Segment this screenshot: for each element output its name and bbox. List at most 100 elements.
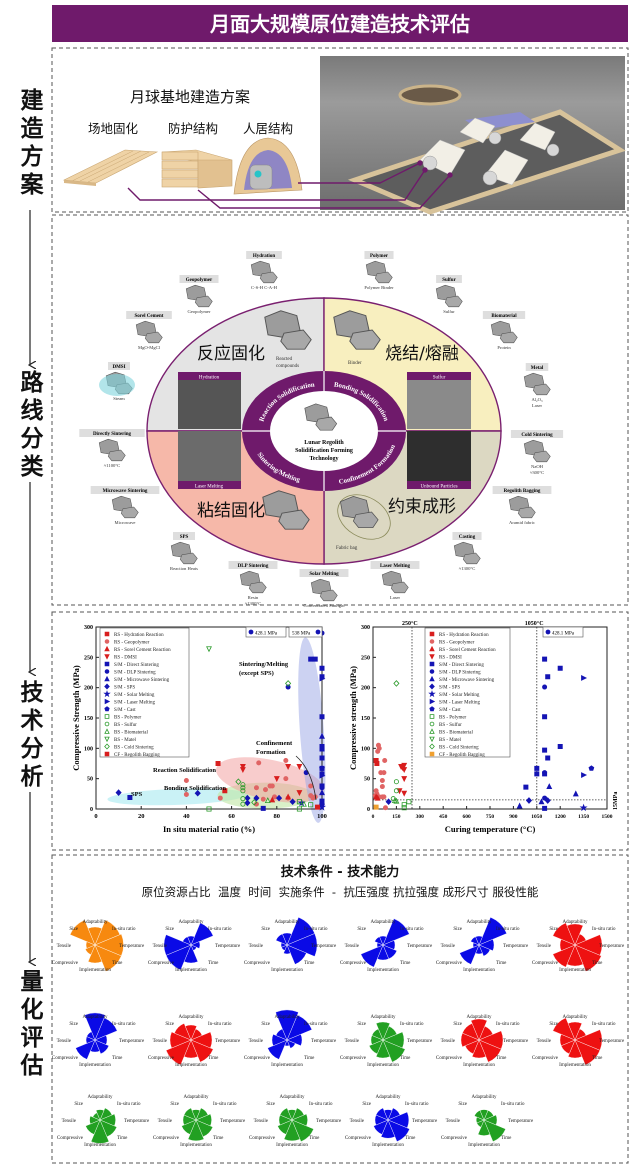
rock-shape [280, 329, 312, 350]
radar-sector [190, 941, 201, 949]
x-tick-label: 0 [372, 814, 375, 820]
radar-axis-label: Temperature [503, 1039, 529, 1044]
data-point [264, 797, 271, 804]
method-note: C-S-H C-A-H [251, 285, 278, 290]
data-point [319, 675, 326, 682]
radar-sector [286, 944, 307, 965]
regolith-particle-icon [264, 310, 312, 350]
radar-axis-label: Time [309, 1136, 320, 1141]
radar-axis-label: Compressive [532, 961, 559, 966]
data-point [581, 772, 588, 778]
radar-sector [387, 1119, 410, 1142]
radar-axis-label: Tensile [153, 944, 168, 949]
legend-entry: RS - DMSI [114, 656, 137, 661]
radar-axis-label: Temperature [119, 1039, 145, 1044]
radar-sector [283, 944, 291, 955]
x-tick-label: 900 [509, 814, 518, 820]
rock-shape [144, 331, 163, 344]
legend-marker [104, 683, 110, 690]
regolith-particle-icon [98, 438, 126, 462]
legend-box [99, 627, 190, 758]
radar-axis-label: Tensile [446, 1119, 461, 1124]
rock-shape [453, 541, 475, 558]
radar-axis-label: Adaptability [371, 1015, 396, 1020]
radar-axis-label: Compressive [345, 1136, 372, 1141]
radar-axis-label: Adaptability [88, 1095, 113, 1100]
x-tick-label: 1050 [531, 814, 542, 820]
data-point [240, 796, 246, 802]
data-point [374, 794, 381, 801]
radar-axis-label: Time [592, 961, 603, 966]
radar-sector [382, 1039, 406, 1063]
method-name: DMSI [112, 365, 125, 370]
radar-sector [85, 1119, 101, 1135]
legend-marker [104, 669, 110, 674]
regolith-particle-icon [381, 570, 409, 594]
data-point [127, 794, 133, 800]
data-point [296, 799, 302, 805]
data-point [253, 785, 259, 791]
legend-marker [104, 675, 110, 682]
radar-sector [94, 1039, 110, 1055]
radar-sector [90, 1119, 110, 1144]
data-point [542, 805, 548, 811]
rock-shape [523, 372, 545, 389]
method-note: ≈1100°C [104, 463, 120, 468]
method-note: Concentrated Sunlight [303, 603, 345, 608]
data-point [319, 765, 325, 771]
radar-axis-label: Tensile [350, 1119, 365, 1124]
method-note: Geopolymer [188, 309, 211, 314]
rock-shape [262, 490, 299, 519]
radar-sector [181, 1119, 197, 1135]
radar-axis-label: Adaptability [371, 920, 396, 925]
legend-entry: BS - Cold Sintering [439, 746, 479, 751]
legend-entry: S/M - Laser Melting [114, 701, 155, 706]
radar-chart: In-situ ratioTemperatureTimeImplementati… [244, 1009, 337, 1068]
data-point [401, 805, 407, 811]
x-tick-label: 1500 [602, 814, 613, 820]
radar-axis-label: Time [304, 1056, 315, 1061]
method-label-box [108, 362, 130, 370]
inner-note-fabric-bag: Fabric bag [336, 546, 358, 551]
radar-axis-label: Implementation [367, 1063, 399, 1068]
radar-axis-label: Compressive [249, 1136, 276, 1141]
radar-sector [277, 1119, 293, 1135]
data-point [289, 798, 296, 806]
data-point [240, 782, 246, 788]
rock-shape [462, 552, 481, 565]
radar-axis-label: Compressive [441, 1136, 468, 1141]
method-note-secondary: ≈1300°C [245, 601, 262, 606]
data-point [319, 732, 325, 739]
callout-marker [315, 629, 321, 635]
regolith-particle-icon [365, 260, 393, 284]
radar-chart: In-situ ratioTemperatureTimeImplementati… [52, 919, 145, 973]
radar-sector [478, 938, 495, 952]
rock-shape [264, 310, 301, 339]
radar-sector [478, 944, 491, 957]
radar-axis-label: Temperature [508, 1119, 534, 1124]
legend-marker [104, 698, 111, 705]
data-point [542, 684, 548, 690]
method-label-box [452, 532, 482, 540]
rock-shape [381, 570, 403, 587]
radar-axis-label: Size [165, 927, 174, 932]
radar-sector [84, 1012, 106, 1041]
data-point [393, 797, 400, 804]
radar-axis-label: Compressive [340, 961, 367, 966]
x-tick-label: 750 [486, 814, 495, 820]
radar-chart: In-situ ratioTemperatureTimeImplementati… [441, 1095, 534, 1148]
legend-entry: RS - Geopolymer [114, 641, 150, 646]
data-point [115, 789, 122, 796]
radar-axis-label: Adaptability [179, 1015, 204, 1020]
legend-marker [429, 675, 435, 682]
rock-shape [517, 506, 536, 519]
method-callout: Casting≈1300°C [452, 532, 482, 571]
legend-entry: S/M - Cast [114, 708, 136, 713]
radar-axis-label: Time [117, 1136, 128, 1141]
radar-sector [373, 1119, 389, 1135]
radar-axis-label: Tensile [441, 944, 456, 949]
data-point [183, 777, 189, 783]
radar-sector [475, 935, 483, 946]
